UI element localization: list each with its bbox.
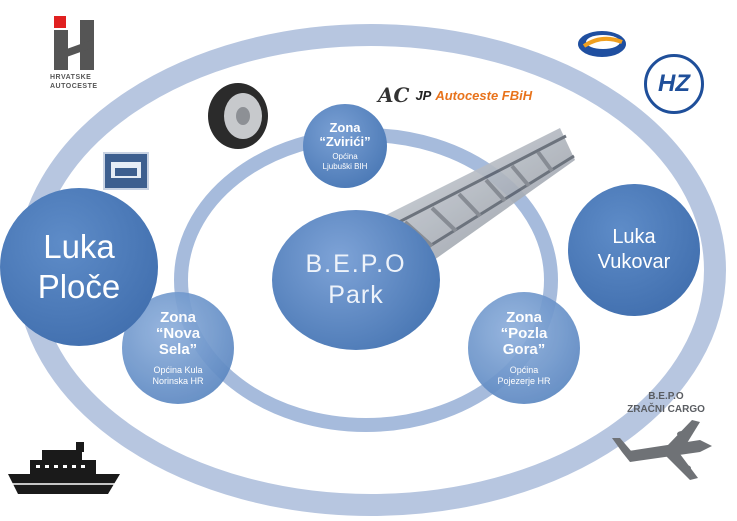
hz-logo: HZ xyxy=(644,54,704,114)
port-luka-vukovar: Luka Vukovar xyxy=(568,184,700,316)
port-ploce-line1: Luka xyxy=(43,228,115,266)
zone-nova-sela-title2: “Nova xyxy=(155,324,201,342)
hac-logo-line2: AUTOCESTE xyxy=(50,83,98,90)
zone-pozla-gora-title2: “Pozla xyxy=(500,324,548,342)
hz-logo-mark: HZ xyxy=(658,70,690,97)
zone-pozla-gora-sub1: Općina xyxy=(509,365,539,376)
hac-logo: HRVATSKE AUTOCESTE xyxy=(44,16,124,100)
zone-nova-sela-sub2: Norinska HR xyxy=(152,375,204,386)
zone-pozla-gora-title1: Zona xyxy=(506,309,542,327)
jp-autoceste-mark: AC xyxy=(378,83,410,107)
hac-logo-line1: HRVATSKE xyxy=(50,74,92,81)
zone-zvirici-title2: “Zvirići” xyxy=(319,133,371,149)
ship-image xyxy=(8,442,120,494)
air-cargo-line2: ZRAČNI CARGO xyxy=(627,404,705,415)
zone-nova-sela-sub1: Općina Kula xyxy=(153,365,203,376)
zone-zvirici-sub1: Općina xyxy=(332,152,358,162)
zone-pozla-gora-title3: Gora” xyxy=(502,340,546,358)
zone-nova-sela-title3: Sela” xyxy=(158,340,198,358)
zone-zvirici-sub2: Ljubuški BIH xyxy=(322,161,368,171)
center-line2: Park xyxy=(328,281,384,309)
zone-pozla-gora-sub2: Pojezerje HR xyxy=(497,375,551,386)
port-emblem-logo xyxy=(103,152,149,190)
jp-autoceste-prefix: JP xyxy=(415,87,432,103)
center-line1: B.E.P.O xyxy=(305,250,407,278)
air-cargo-line1: B.E.P.O xyxy=(648,391,684,402)
center-bepo-park: B.E.P.O Park xyxy=(272,210,440,350)
air-cargo-label: B.E.P.O ZRAČNI CARGO xyxy=(606,390,726,416)
e-swirl-logo xyxy=(578,31,626,57)
zone-pozla-gora: Zona “Pozla Gora” Općina Pojezerje HR xyxy=(468,292,580,404)
hac-logo-red-square xyxy=(54,16,66,28)
port-vukovar-line1: Luka xyxy=(612,226,656,248)
port-vukovar-line2: Vukovar xyxy=(597,251,671,273)
jp-autoceste-name: Autoceste FBiH xyxy=(435,87,533,103)
jp-autoceste-logo: AC JP Autoceste FBiH xyxy=(378,82,532,108)
tire-image xyxy=(208,83,268,149)
port-luka-ploce: Luka Ploče xyxy=(0,188,158,346)
zone-zvirici: Zona “Zvirići” Općina Ljubuški BIH xyxy=(303,104,387,188)
port-ploce-line2: Ploče xyxy=(37,268,121,305)
airplane-image xyxy=(612,420,712,480)
zone-zvirici-title1: Zona xyxy=(329,120,361,136)
zone-nova-sela-title1: Zona xyxy=(160,309,196,327)
